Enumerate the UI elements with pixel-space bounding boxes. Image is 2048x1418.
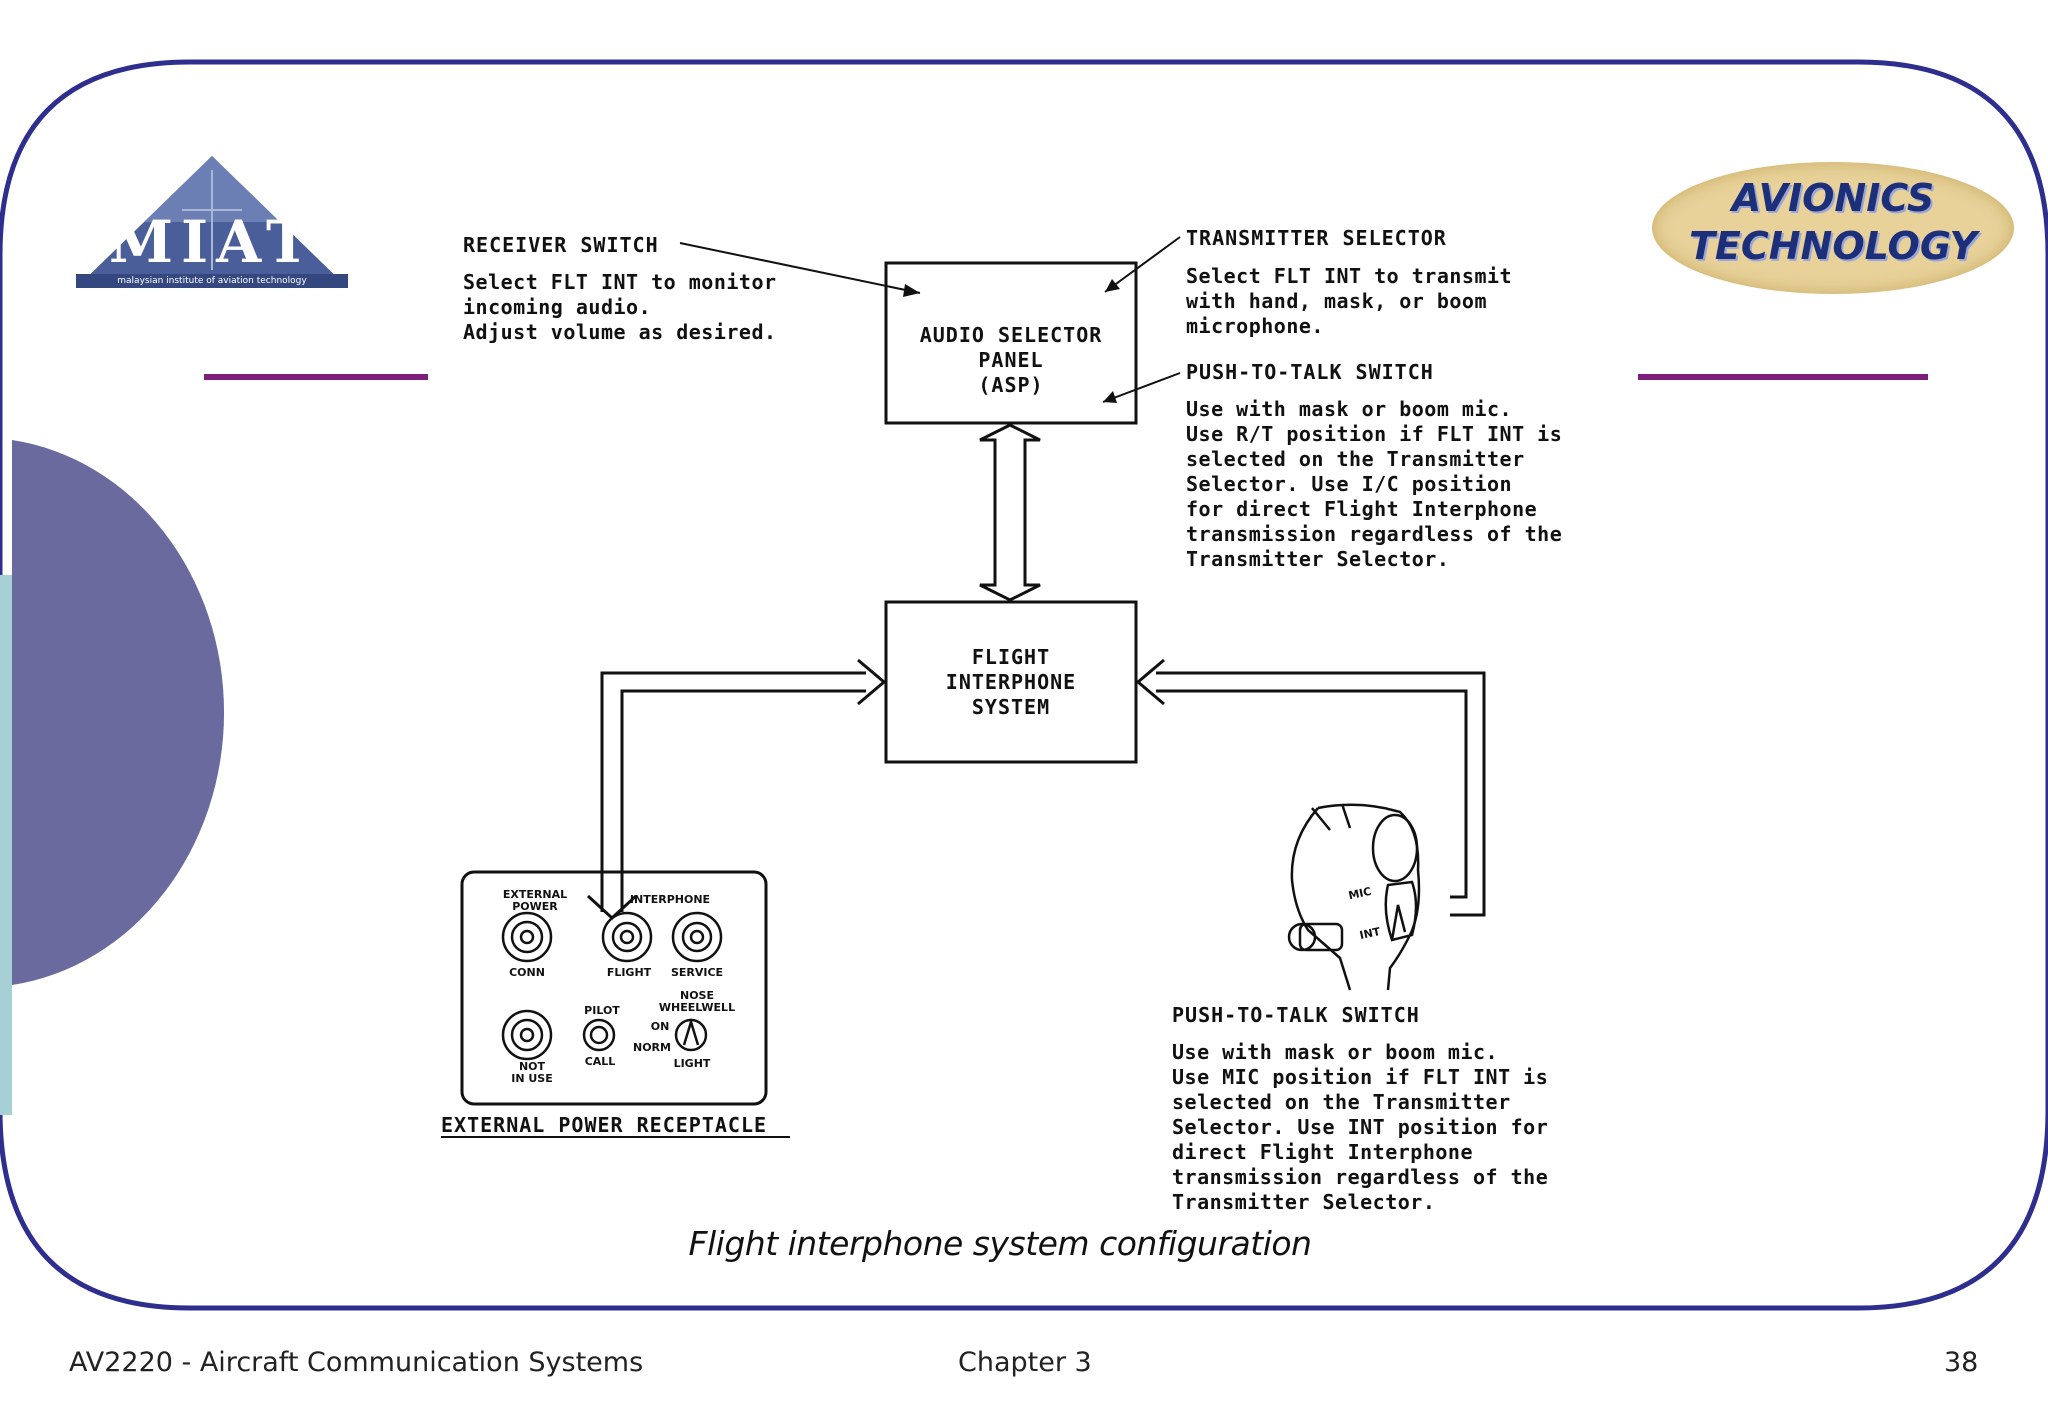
label-service: SERVICE xyxy=(670,966,724,979)
avionics-technology-badge: AVIONICS TECHNOLOGY xyxy=(1652,162,2014,294)
receptacle-conduit-arrowhead xyxy=(857,658,887,706)
service-connector xyxy=(671,911,723,963)
receiver-switch-arrowhead xyxy=(903,284,920,297)
label-light: LIGHT xyxy=(673,1057,711,1070)
label-external-power: EXTERNAL POWER xyxy=(502,888,568,913)
ptt-switch-bottom-title: PUSH-TO-TALK SWITCH xyxy=(1172,1003,1420,1027)
receptacle-connectors xyxy=(501,911,723,1061)
conn-connector xyxy=(501,911,553,963)
transmitter-selector-arrowhead xyxy=(1105,279,1120,292)
label-nose-wheelwell: NOSE WHEELWELL xyxy=(658,989,736,1014)
miat-logo: MIAT malaysian institute of aviation tec… xyxy=(70,150,355,290)
receptacle-conduit xyxy=(600,671,866,912)
asp-fis-double-arrow xyxy=(979,423,1041,602)
pilot-call-button xyxy=(582,1018,616,1052)
fis-box-label: FLIGHT INTERPHONE SYSTEM xyxy=(945,645,1077,719)
miat-logo-graphic xyxy=(76,156,348,288)
left-decorative-circle xyxy=(12,440,225,985)
label-flight: FLIGHT xyxy=(606,966,652,979)
miat-logo-text: MIAT xyxy=(108,208,318,276)
footer-chapter: Chapter 3 xyxy=(958,1347,1092,1378)
footer-page-number: 38 xyxy=(1944,1347,1979,1378)
label-call: CALL xyxy=(584,1055,616,1068)
label-norm: NORM xyxy=(633,1041,671,1054)
accent-line-left xyxy=(204,374,428,380)
receptacle-panel xyxy=(460,870,768,1106)
not-in-use-connector xyxy=(501,1009,553,1061)
mic-conduit xyxy=(1156,671,1486,917)
ptt-switch-top-title: PUSH-TO-TALK SWITCH xyxy=(1186,360,1434,384)
label-on: ON xyxy=(650,1020,670,1033)
receiver-switch-leader xyxy=(679,242,921,294)
mic-conduit-arrowhead xyxy=(1135,658,1165,706)
label-conn: CONN xyxy=(509,966,545,979)
receiver-switch-text: Select FLT INT to monitor incoming audio… xyxy=(463,270,777,344)
flight-connector xyxy=(601,911,653,963)
badge-line-1: AVIONICS xyxy=(1731,176,1935,220)
accent-line-right xyxy=(1638,374,1928,380)
footer-course: AV2220 - Aircraft Communication Systems xyxy=(69,1347,644,1378)
ptt-switch-top-text: Use with mask or boom mic. Use R/T posit… xyxy=(1186,397,1563,571)
label-pilot: PILOT xyxy=(584,1004,620,1017)
transmitter-selector-text: Select FLT INT to transmit with hand, ma… xyxy=(1186,264,1513,338)
receptacle-title: EXTERNAL POWER RECEPTACLE xyxy=(441,1113,768,1137)
label-interphone: INTERPHONE xyxy=(629,893,711,906)
ptt-top-arrowhead xyxy=(1103,391,1117,403)
ptt-switch-bottom-text: Use with mask or boom mic. Use MIC posit… xyxy=(1172,1040,1549,1214)
transmitter-selector-title: TRANSMITTER SELECTOR xyxy=(1186,226,1447,250)
label-not-in-use: NOT IN USE xyxy=(511,1060,553,1085)
figure-caption: Flight interphone system configuration xyxy=(688,1224,1312,1263)
left-teal-strip xyxy=(0,575,12,1115)
receiver-switch-title: RECEIVER SWITCH xyxy=(463,233,659,257)
transmitter-selector-leader xyxy=(1104,236,1181,293)
ptt-top-leader xyxy=(1102,372,1181,403)
asp-box-label: AUDIO SELECTOR PANEL (ASP) xyxy=(919,323,1103,397)
slide-frame-border xyxy=(0,59,2048,1311)
asp-box xyxy=(884,261,1138,425)
hand-microphone xyxy=(1287,803,1421,991)
miat-logo-subtitle: malaysian institute of aviation technolo… xyxy=(117,276,307,286)
badge-line-2: TECHNOLOGY xyxy=(1688,224,1977,268)
